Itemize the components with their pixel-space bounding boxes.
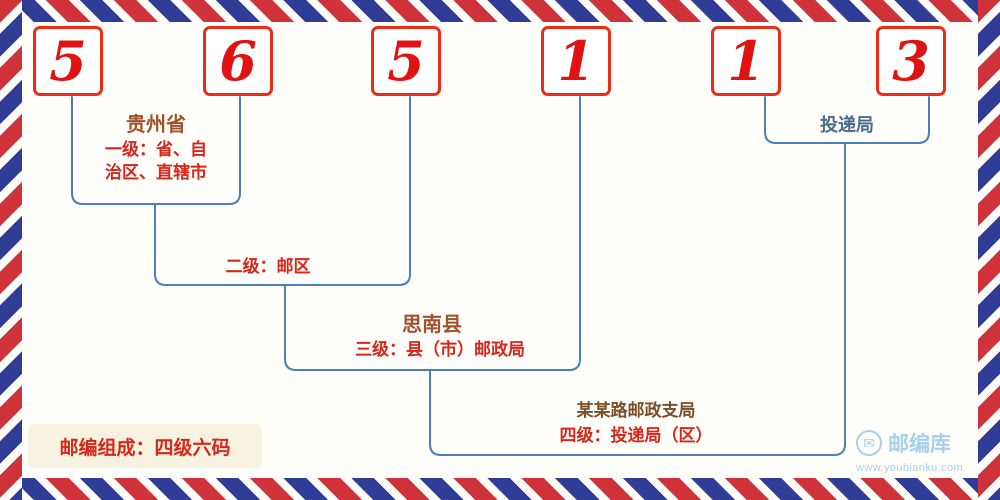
brand-logo-row: ✉ 邮编库 <box>856 428 963 458</box>
bracket-level3 <box>284 96 581 371</box>
digit-box-2: 6 <box>203 26 273 96</box>
composition-badge: 邮编组成：四级六码 <box>28 424 262 468</box>
digit-4: 1 <box>557 29 595 93</box>
envelope-icon: ✉ <box>856 430 882 456</box>
brand-name: 邮编库 <box>888 433 951 456</box>
digit-box-5: 1 <box>711 26 781 96</box>
digit-box-1: 5 <box>33 26 103 96</box>
bracket-level4 <box>429 142 846 456</box>
province-label: 贵州省 <box>126 114 186 136</box>
branch-label: 某某路邮政支局 <box>576 401 696 420</box>
digit-3: 5 <box>387 29 425 93</box>
delivery-office-label: 投递局 <box>820 115 874 135</box>
digit-5: 1 <box>727 29 765 93</box>
county-label: 思南县 <box>402 314 462 336</box>
airmail-border-bottom <box>0 478 1000 500</box>
level1-desc: 一级：省、自 治区、直辖市 <box>105 138 207 184</box>
digit-6: 3 <box>892 29 930 93</box>
brand-logo[interactable]: ✉ 邮编库 www.youbianku.com <box>856 428 963 474</box>
digit-box-4: 1 <box>541 26 611 96</box>
brand-url[interactable]: www.youbianku.com <box>856 462 964 474</box>
airmail-border-right <box>978 0 1000 500</box>
level4-desc: 四级：投递局（区） <box>559 426 713 445</box>
digit-box-6: 3 <box>876 26 946 96</box>
airmail-border-top <box>0 0 1000 22</box>
level3-desc: 三级：县（市）邮政局 <box>355 340 525 359</box>
level1-desc-line1: 一级：省、自 <box>105 140 207 159</box>
level2-desc: 二级：邮区 <box>225 257 311 276</box>
digit-2: 6 <box>219 29 257 93</box>
composition-badge-text: 邮编组成：四级六码 <box>59 437 231 459</box>
bracket-delivery-office <box>764 96 930 144</box>
digit-box-3: 5 <box>371 26 441 96</box>
level1-desc-line2: 治区、直辖市 <box>105 163 207 182</box>
airmail-border-left <box>0 0 22 500</box>
bracket-level2 <box>154 96 411 286</box>
digit-1: 5 <box>49 29 87 93</box>
